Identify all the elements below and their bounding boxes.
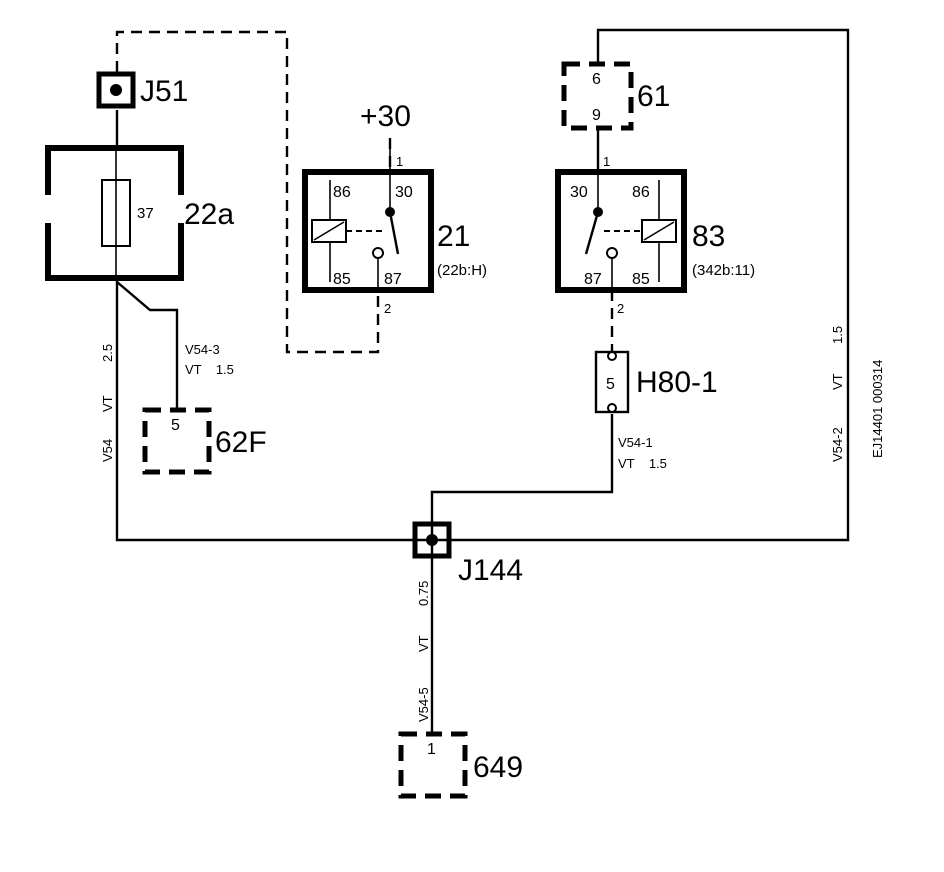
r21-pin-out: 2 [384, 301, 391, 316]
wire-labels: V54-3 VT 1.5 V54 VT 2.5 V54-1 VT 1.5 V54… [100, 326, 885, 722]
wire-j51-to-21 [115, 30, 380, 354]
fuse-box-22a: 37 22a [43, 145, 234, 281]
conn-649-pin: 1 [427, 741, 436, 758]
wire-v54-2-size: 1.5 [830, 326, 845, 344]
connector-62f: 5 62F [142, 407, 267, 475]
r83-pin-86: 86 [632, 184, 650, 201]
connector-61: 6 9 61 [561, 61, 670, 131]
wire-v54-1 [430, 414, 614, 540]
conn-61-pin-top: 6 [592, 71, 601, 88]
h80-pin: 5 [606, 376, 615, 393]
fuse-number: 37 [137, 205, 154, 222]
connector-h80-1: 5 H80-1 [594, 350, 718, 414]
connector-61-label: 61 [637, 80, 670, 113]
figure-code: EJ14401 000314 [870, 360, 885, 458]
junction-j51: J51 [96, 71, 188, 109]
wire-v54-5-size: 0.75 [416, 581, 431, 606]
r83-pin-out: 2 [617, 301, 624, 316]
supply-label: +30 [360, 100, 411, 133]
r83-pin-30: 30 [570, 184, 588, 201]
relay-83-ref: (342b:11) [692, 262, 755, 279]
r21-pin-in: 1 [396, 154, 403, 169]
relay-terminal-icon [606, 247, 618, 259]
r83-pin-in: 1 [603, 154, 610, 169]
h80-label: H80-1 [636, 366, 718, 399]
wire-v54-color: VT [100, 395, 115, 412]
wire-v54-5-color: VT [416, 635, 431, 652]
r21-pin-30: 30 [395, 184, 413, 201]
wire-v54-2 [432, 28, 850, 542]
r21-pin-85: 85 [333, 271, 351, 288]
wire-v54-id: V54 [100, 439, 115, 462]
solid-wires [115, 28, 850, 734]
j51-label: J51 [140, 75, 188, 108]
r83-pin-87: 87 [584, 271, 602, 288]
junction-j144: J144 [412, 521, 523, 587]
r21-pin-86: 86 [333, 184, 351, 201]
conn-61-pin-bottom: 9 [592, 107, 601, 124]
relay-21-label: 21 [437, 220, 470, 253]
relay-21-ref: (22b:H) [437, 262, 487, 279]
relay-terminal-icon [372, 247, 384, 259]
relay-83-label: 83 [692, 220, 725, 253]
wire-v54-1-id: V54-1 [618, 435, 653, 450]
relay-83: 30 86 87 85 1 2 83 (342b:11) [555, 154, 755, 316]
dashed-wires [115, 30, 614, 354]
j144-label: J144 [458, 554, 523, 587]
connector-649: 1 649 [398, 731, 523, 799]
junction-dot-icon [110, 84, 122, 96]
junction-dot-icon [426, 534, 438, 546]
wire-v54-3 [116, 281, 179, 408]
connector-62f-label: 62F [215, 426, 267, 459]
wire-v54-2-color: VT [830, 373, 845, 390]
wire-v54-2-id: V54-2 [830, 427, 845, 462]
wire-v54-3-id: V54-3 [185, 342, 220, 357]
wire-v54-3-spec: VT 1.5 [185, 362, 234, 377]
r83-pin-85: 85 [632, 271, 650, 288]
relay-21: 86 30 85 87 1 2 21 (22b:H) +30 [302, 100, 487, 316]
wire-v54-5-id: V54-5 [416, 687, 431, 722]
fuse-box-label: 22a [184, 198, 234, 231]
r21-pin-87: 87 [384, 271, 402, 288]
wire-v54-size: 2.5 [100, 344, 115, 362]
connector-649-label: 649 [473, 751, 523, 784]
conn-62f-pin: 5 [171, 417, 180, 434]
wire-v54-1-spec: VT 1.5 [618, 456, 667, 471]
